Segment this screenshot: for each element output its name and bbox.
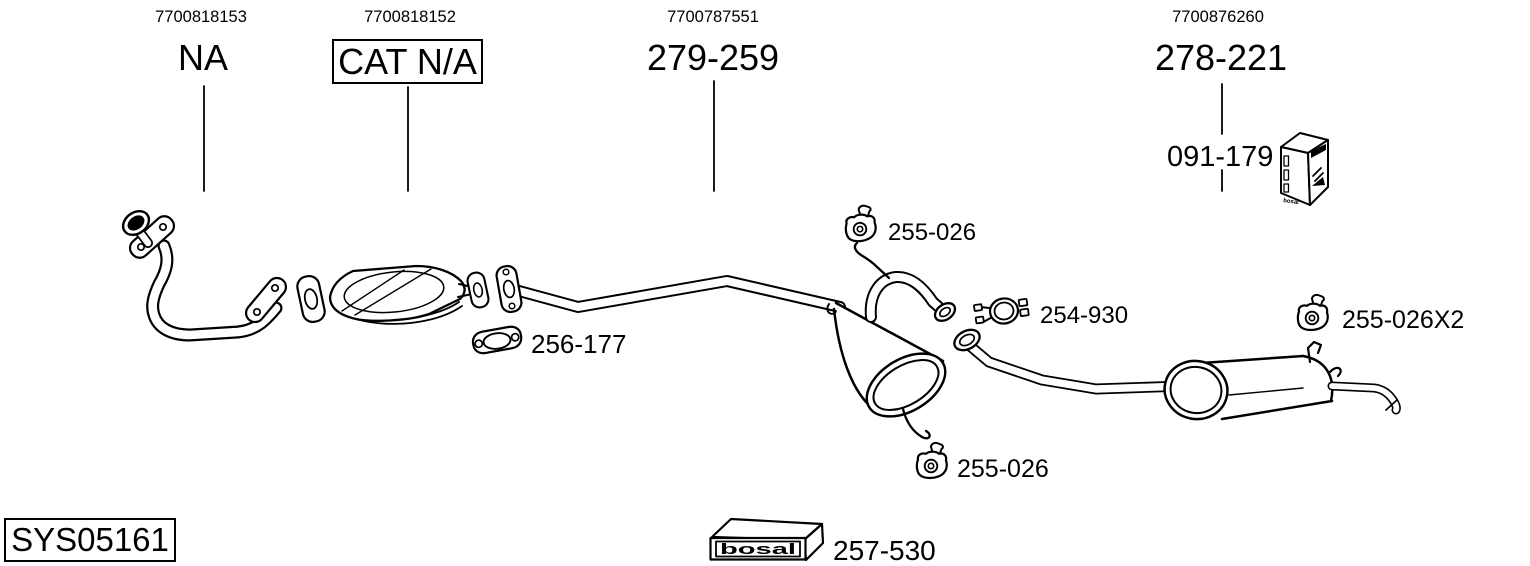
oe-number-rear: 7700876260 (1172, 8, 1264, 26)
rear-pipe-drawing (953, 328, 1191, 395)
catalytic-converter-drawing (296, 264, 490, 325)
oe-number-catalyst: 7700818152 (364, 8, 456, 26)
label-gasket: 256-177 (531, 329, 627, 359)
part-code-center-section: 279-259 (646, 37, 780, 78)
center-muffler-outlet-pipe (853, 241, 957, 323)
bosal-logo-box-icon: bosal (709, 517, 825, 562)
bosal-kit-box-icon: bosal (1280, 132, 1329, 206)
part-code-sub: 091-179 (1167, 141, 1274, 173)
clamp-icon (973, 297, 1030, 325)
bosal-logo-text: bosal (720, 541, 796, 558)
gasket-icon (471, 325, 523, 355)
label-hanger-top: 255-026 (888, 219, 977, 246)
label-fitting-kit: 257-530 (833, 535, 936, 566)
label-hanger-bottom: 255-026 (957, 455, 1049, 483)
leader-lines (203, 80, 1223, 192)
part-code-catalyst: CAT N/A (338, 40, 477, 82)
part-code-catalyst-box: CAT N/A (332, 39, 483, 84)
label-clamp: 254-930 (1040, 302, 1129, 329)
center-muffler-drawing (832, 301, 947, 440)
rubber-hanger-icon (843, 203, 878, 244)
rubber-hanger-icon (1296, 293, 1329, 332)
front-pipe-drawing (121, 209, 288, 342)
middle-pipe-drawing (495, 264, 846, 315)
rubber-hanger-icon (915, 441, 948, 480)
rear-muffler-drawing (1163, 340, 1401, 421)
part-code-rear-section: 278-221 (1154, 37, 1288, 78)
oe-number-center: 7700787551 (667, 8, 759, 26)
part-code-front-pipe: NA (177, 37, 229, 78)
kit-box-brand-text: bosal (1283, 198, 1300, 206)
label-hanger-rear: 255-026X2 (1342, 306, 1465, 334)
oe-number-front-pipe: 7700818153 (155, 8, 247, 26)
system-code-box: SYS05161 (4, 518, 176, 562)
system-code: SYS05161 (11, 521, 169, 558)
